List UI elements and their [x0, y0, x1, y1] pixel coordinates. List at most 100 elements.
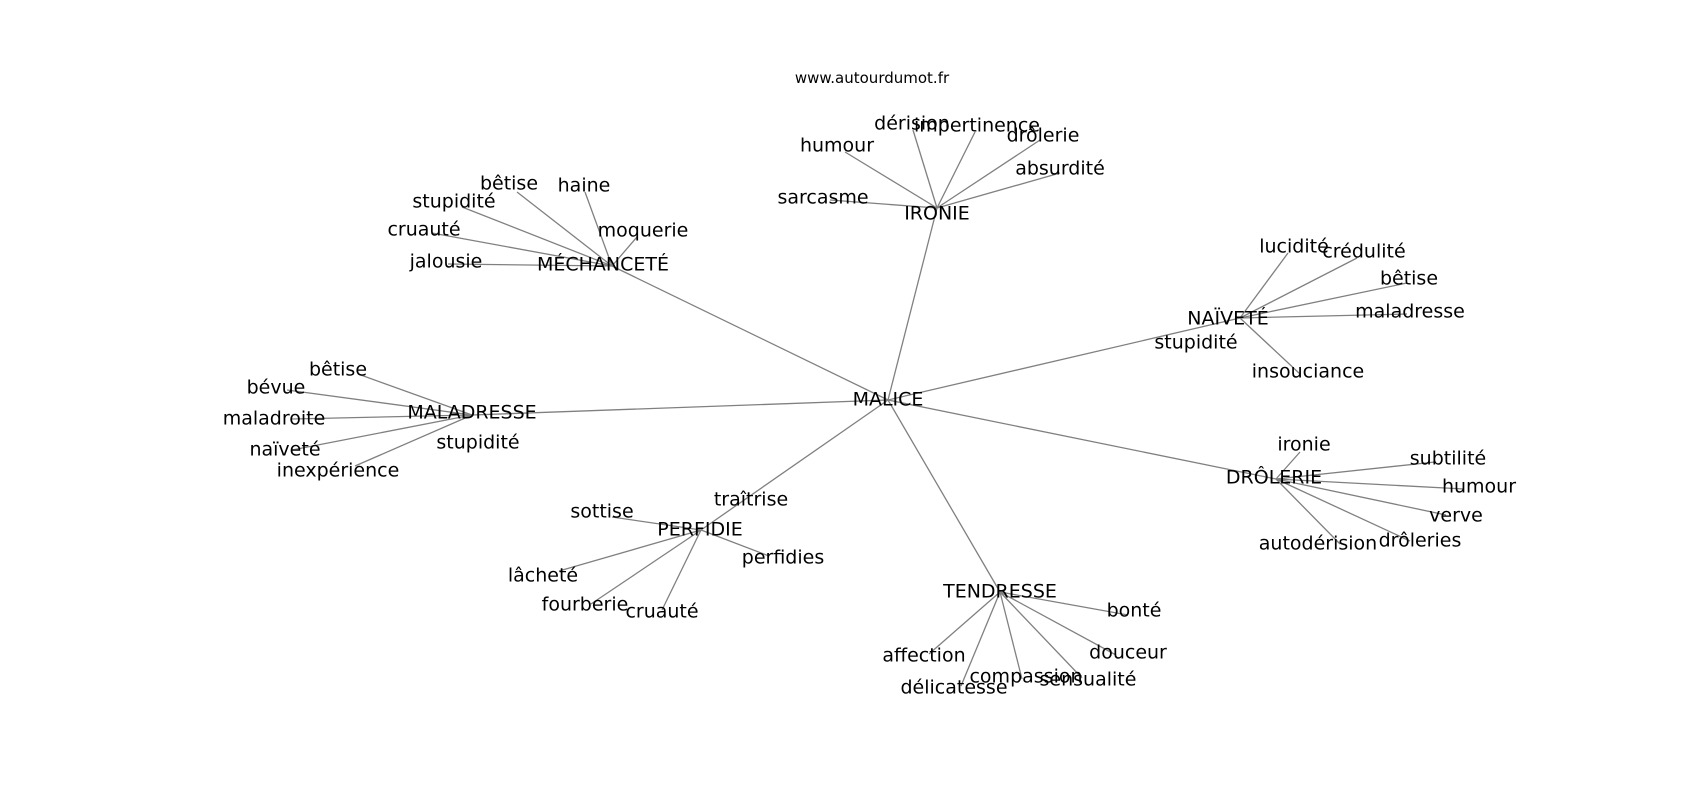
edge-hub-to-term [1239, 257, 1358, 319]
edge-center-to-hub [611, 265, 889, 401]
edge-hub-to-term [1275, 451, 1301, 480]
term-label[interactable]: jalousie [409, 251, 483, 273]
term-label[interactable]: naïveté [249, 439, 320, 461]
term-label[interactable]: moquerie [598, 220, 689, 242]
edge-center-to-hub [887, 399, 1277, 480]
edge-hub-to-term [286, 389, 473, 416]
term-label[interactable]: fourberie [542, 594, 629, 616]
edge-hub-to-term [611, 236, 638, 267]
term-label[interactable]: subtilité [1410, 448, 1486, 470]
edge-hub-to-term [461, 206, 613, 267]
term-label[interactable]: cruauté [387, 219, 460, 241]
term-label[interactable]: sottise [570, 501, 633, 523]
edge-hub-to-term [584, 191, 613, 267]
graph-edges [286, 129, 1465, 687]
hub-word[interactable]: TENDRESSE [942, 581, 1057, 603]
term-label[interactable]: bévue [247, 377, 306, 399]
term-label[interactable]: haine [558, 175, 611, 197]
edge-hub-to-term [999, 591, 1023, 680]
edge-hub-to-term [936, 172, 1061, 209]
term-label[interactable]: bêtise [309, 359, 367, 381]
edge-hub-to-term [558, 529, 702, 572]
edge-hub-to-term [447, 263, 613, 267]
edge-hub-to-term [844, 151, 938, 209]
graph-labels: www.autourdumot.fr MALICE humourdérision… [223, 69, 1517, 699]
edge-hub-to-term [516, 191, 613, 267]
term-label[interactable]: douceur [1089, 642, 1167, 664]
term-label[interactable]: maladresse [1355, 301, 1465, 323]
term-label[interactable]: drôlerie [1007, 125, 1080, 147]
edge-hub-to-term [291, 414, 473, 451]
edge-hub-to-term [1275, 461, 1436, 480]
term-label[interactable]: bêtise [480, 173, 538, 195]
term-label[interactable]: crédulité [1322, 241, 1405, 263]
term-label[interactable]: insouciance [1252, 361, 1364, 383]
edge-hub-to-term [354, 414, 473, 467]
source-watermark: www.autourdumot.fr [795, 69, 950, 87]
hub-word[interactable]: DRÔLERIE [1226, 465, 1322, 489]
edge-hub-to-term [611, 516, 702, 531]
term-label[interactable]: inexpérience [277, 460, 400, 482]
edge-hub-to-term [928, 591, 1001, 655]
edge-hub-to-term [700, 529, 770, 557]
term-label[interactable]: impertinence [914, 115, 1040, 137]
term-label[interactable]: bonté [1107, 600, 1162, 622]
hub-word[interactable]: MALADRESSE [407, 402, 536, 424]
edge-hub-to-term [829, 199, 938, 209]
hub-word[interactable]: PERFIDIE [657, 519, 742, 541]
edge-hub-to-term [1239, 282, 1408, 319]
edge-center-to-hub [887, 207, 938, 401]
edge-hub-to-term [661, 529, 702, 611]
term-label[interactable]: compassion [969, 666, 1082, 688]
term-label[interactable]: lucidité [1259, 236, 1329, 258]
edge-hub-to-term [999, 591, 1129, 616]
term-label[interactable]: humour [800, 135, 874, 157]
edge-hub-to-term [936, 131, 976, 209]
edge-hub-to-term [431, 232, 613, 267]
term-label[interactable]: traîtrise [714, 489, 788, 511]
edge-hub-to-term [1275, 478, 1447, 516]
edge-hub-to-term [912, 129, 938, 209]
term-label[interactable]: cruauté [625, 601, 698, 623]
edge-hub-to-term [1239, 252, 1289, 319]
edge-hub-to-term [1275, 478, 1411, 542]
edge-center-to-hub [700, 399, 889, 531]
hub-word[interactable]: NAÏVETÉ [1187, 307, 1268, 330]
edge-hub-to-term [960, 591, 1001, 687]
edge-center-to-hub [887, 317, 1241, 401]
edge-hub-to-term [1239, 317, 1301, 375]
term-label[interactable]: ironie [1277, 434, 1330, 456]
term-label[interactable]: stupidité [1154, 332, 1237, 354]
hub-word[interactable]: MÉCHANCETÉ [537, 253, 669, 276]
term-label[interactable]: affection [882, 645, 965, 667]
term-label[interactable]: délicatesse [900, 677, 1007, 699]
edge-hub-to-term [999, 591, 1117, 656]
edge-center-to-hub [887, 399, 1001, 593]
center-word: MALICE [853, 389, 924, 411]
term-label[interactable]: lâcheté [508, 565, 578, 587]
term-label[interactable]: bêtise [1380, 268, 1438, 290]
edge-hub-to-term [291, 414, 473, 420]
term-label[interactable]: drôleries [1379, 530, 1462, 552]
term-label[interactable]: sarcasme [777, 187, 868, 209]
term-label[interactable]: perfidies [742, 547, 824, 569]
edge-hub-to-term [1275, 478, 1465, 490]
edge-hub-to-term [590, 529, 702, 605]
term-label[interactable]: verve [1429, 505, 1483, 527]
term-label[interactable]: stupidité [436, 432, 519, 454]
term-label[interactable]: dérision [874, 113, 950, 135]
edge-hub-to-term [1275, 478, 1341, 545]
term-label[interactable]: absurdité [1015, 158, 1105, 180]
edge-hub-to-term [1239, 313, 1408, 319]
term-label[interactable]: sensualité [1040, 669, 1137, 691]
term-label[interactable]: humour [1442, 476, 1516, 498]
term-label[interactable]: maladroite [223, 408, 326, 430]
hub-word[interactable]: IRONIE [904, 203, 970, 225]
term-label[interactable]: stupidité [412, 191, 495, 213]
edge-hub-to-term [999, 591, 1083, 679]
edge-hub-to-term [357, 373, 473, 416]
term-label[interactable]: autodérision [1259, 533, 1377, 555]
edge-center-to-hub [471, 399, 889, 416]
edge-hub-to-term [936, 139, 1041, 209]
